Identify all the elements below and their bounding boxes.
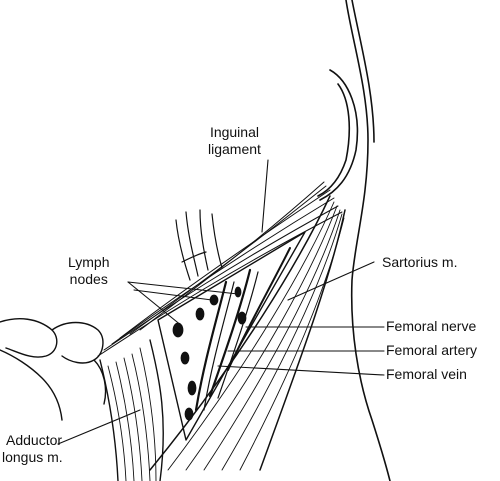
label-femoral-artery: Femoral artery bbox=[386, 342, 478, 358]
lymph-node-cluster bbox=[172, 286, 247, 421]
leader-lymph-nodes-1 bbox=[127, 281, 183, 327]
leader-inguinal-ligament bbox=[261, 159, 269, 233]
leader-lines bbox=[57, 159, 385, 445]
label-sartorius-muscle: Sartorius m. bbox=[382, 254, 458, 270]
leader-sartorius bbox=[287, 261, 375, 301]
leader-lymph-nodes-2 bbox=[127, 281, 239, 295]
label-femoral-vein: Femoral vein bbox=[386, 366, 467, 382]
label-adductor-longus-line1: Adductor bbox=[6, 432, 63, 448]
label-lymph-nodes-line1: Lymph bbox=[68, 254, 110, 270]
iliac-spine bbox=[317, 69, 359, 201]
femoral-triangle bbox=[157, 231, 306, 441]
adductor-longus-muscle bbox=[99, 339, 164, 481]
lymph-node bbox=[237, 311, 247, 325]
label-adductor-longus: Adductor longus m. bbox=[2, 432, 63, 466]
lymph-node bbox=[180, 351, 190, 365]
lymph-node bbox=[187, 380, 197, 396]
leader-adductor-longus bbox=[57, 409, 141, 445]
label-lymph-nodes: Lymph nodes bbox=[68, 254, 110, 288]
spermatic-cord bbox=[175, 209, 223, 281]
label-inguinal-ligament: Inguinal ligament bbox=[208, 124, 261, 158]
leader-femoral-vein bbox=[217, 365, 385, 376]
lymph-node bbox=[234, 286, 242, 298]
label-inguinal-ligament-line2: ligament bbox=[208, 141, 261, 157]
label-lymph-nodes-line2: nodes bbox=[69, 271, 108, 287]
label-femoral-nerve: Femoral nerve bbox=[386, 318, 477, 334]
label-inguinal-ligament-line1: Inguinal bbox=[209, 124, 259, 140]
lymph-node bbox=[184, 407, 194, 421]
lymph-node bbox=[195, 307, 205, 321]
inguinal-ligament-band bbox=[97, 181, 343, 357]
label-adductor-longus-line2: longus m. bbox=[2, 449, 63, 465]
body-contour bbox=[345, 0, 391, 481]
leader-lymph-nodes-3 bbox=[133, 289, 213, 301]
pubic-bone bbox=[0, 318, 107, 421]
